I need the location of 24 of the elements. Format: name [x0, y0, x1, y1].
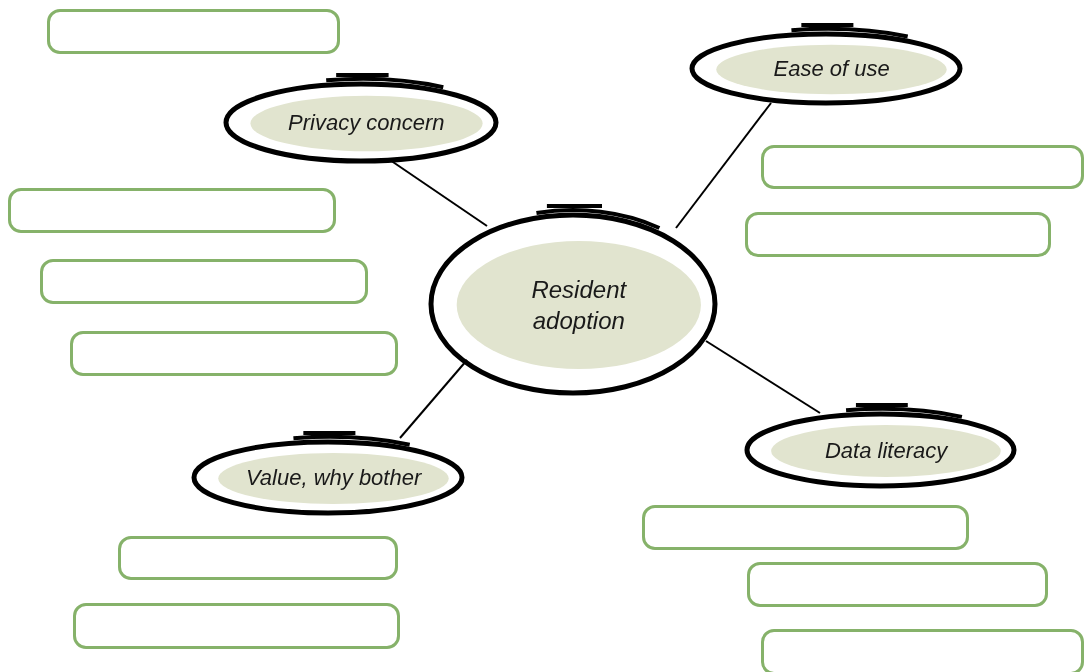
blank-box — [761, 629, 1084, 672]
ellipse-node — [689, 22, 963, 106]
node-label: Data literacy — [824, 436, 948, 465]
ellipse-node — [428, 203, 718, 396]
blank-box — [747, 562, 1048, 607]
ellipse-node — [191, 430, 465, 516]
connector-line — [675, 102, 772, 229]
blank-box — [761, 145, 1084, 189]
node-label: Value, why bother — [245, 464, 422, 492]
blank-box — [118, 536, 398, 580]
blank-box — [40, 259, 368, 304]
node-label: Ease of use — [773, 55, 890, 83]
node-label: Privacy concern — [288, 109, 445, 137]
blank-box — [47, 9, 340, 54]
blank-box — [8, 188, 336, 233]
node-label: Resident adoption — [530, 275, 628, 337]
blank-box — [745, 212, 1051, 257]
blank-box — [73, 603, 400, 649]
connector-line — [389, 159, 488, 227]
blank-box — [642, 505, 969, 550]
connector-line — [705, 340, 821, 414]
ellipse-node — [744, 402, 1017, 489]
blank-box — [70, 331, 398, 376]
ellipse-node — [223, 72, 499, 164]
